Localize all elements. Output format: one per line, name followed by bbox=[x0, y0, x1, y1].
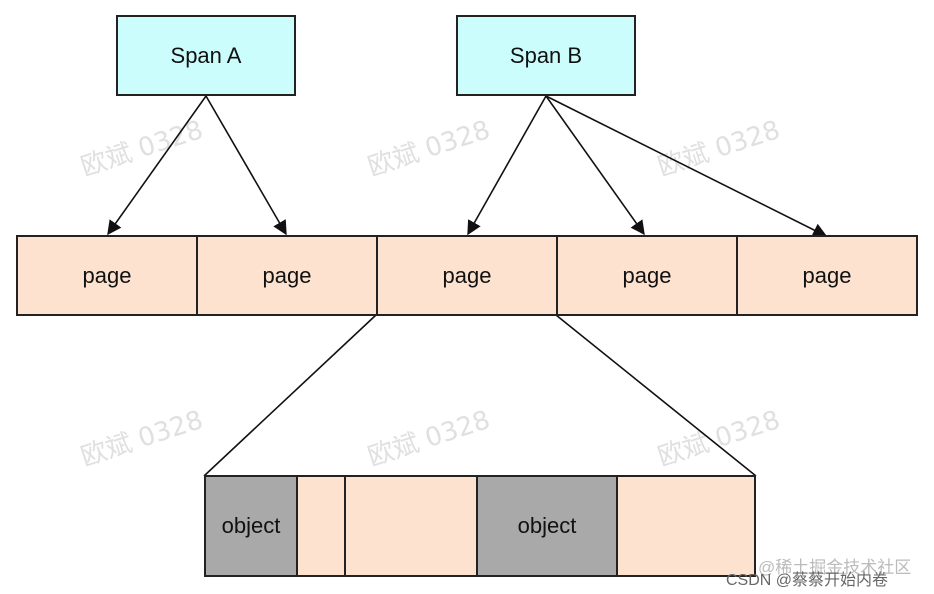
span-a-box: Span A bbox=[116, 15, 296, 96]
arrow-span-b-to-page-5 bbox=[545, 95, 828, 237]
zoom-line-right bbox=[555, 314, 757, 477]
site-credit: @稀土掘金技术社区 bbox=[758, 558, 912, 577]
zoom-line-left bbox=[203, 314, 377, 477]
free-slot bbox=[344, 475, 478, 577]
page-box: page bbox=[556, 235, 738, 316]
arrow-span-b-to-page-4 bbox=[545, 95, 645, 236]
page-box: page bbox=[376, 235, 558, 316]
arrow-span-b-to-page-3 bbox=[467, 95, 547, 236]
span-b-box: Span B bbox=[456, 15, 636, 96]
arrow-span-a-to-page-2 bbox=[205, 95, 287, 236]
free-slot bbox=[296, 475, 346, 577]
object-slot: object bbox=[204, 475, 298, 577]
author-credit: CSDN @蔡蔡开始内卷 bbox=[726, 572, 889, 589]
page-box: page bbox=[16, 235, 198, 316]
object-slot: object bbox=[476, 475, 618, 577]
page-box: page bbox=[736, 235, 918, 316]
arrow-span-a-to-page-1 bbox=[107, 95, 207, 236]
page-box: page bbox=[196, 235, 378, 316]
free-slot bbox=[616, 475, 756, 577]
